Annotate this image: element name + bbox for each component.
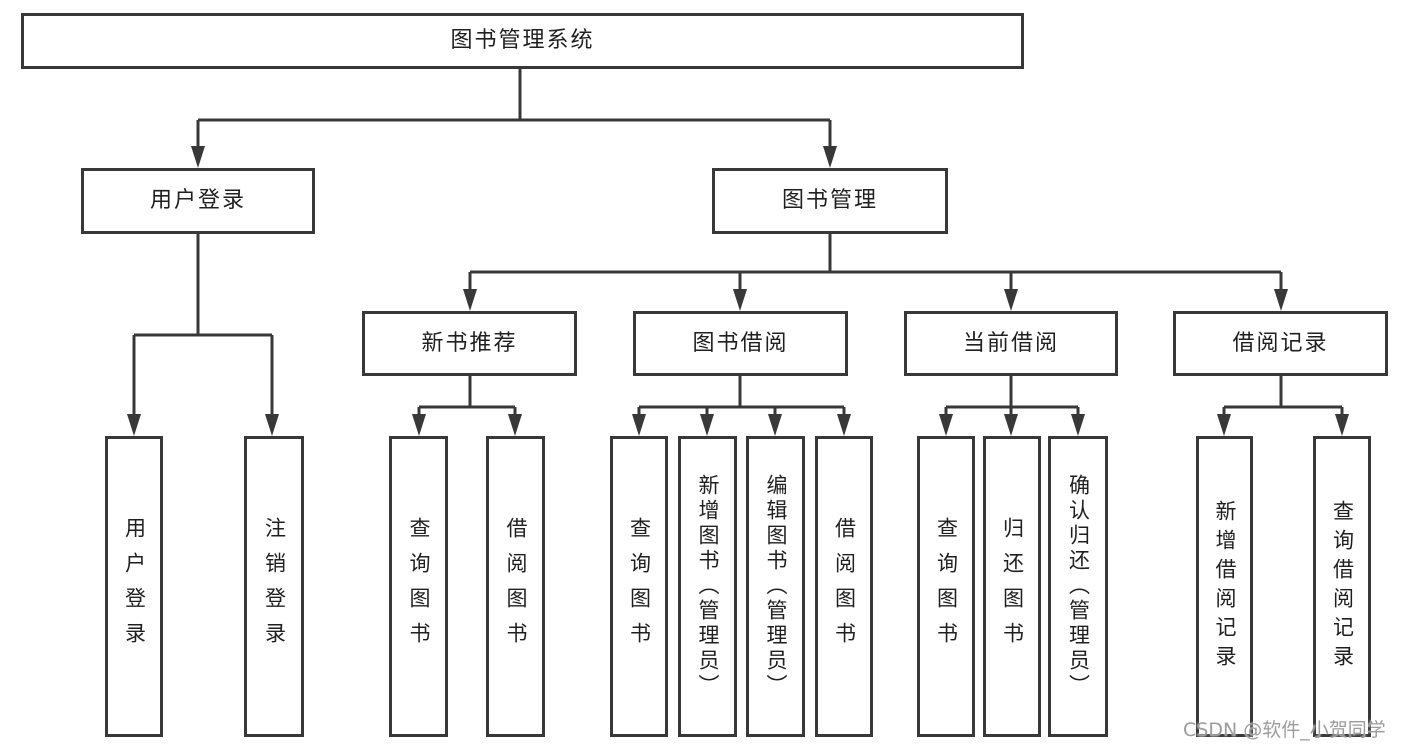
csdn-watermark: CSDN @软件_小贺同学 (1183, 719, 1386, 741)
leaf-query-books-borrow: 查询图书 (610, 436, 668, 737)
node-current-borrow-label: 当前借阅 (962, 330, 1059, 356)
leaf-query-books-recommend-label: 查询图书 (407, 516, 431, 657)
leaf-logout-label: 注销登录 (262, 516, 287, 657)
node-book-borrow-label: 图书借阅 (692, 330, 789, 356)
node-book-borrow: 图书借阅 (633, 311, 848, 376)
node-book-management-label: 图书管理 (781, 188, 878, 213)
leaf-add-book-admin: 新增图书（管理员） (678, 436, 737, 737)
leaf-query-borrow-record: 查询借阅记录 (1313, 436, 1371, 737)
leaf-borrow-books: 借阅图书 (815, 436, 873, 737)
leaf-confirm-return-admin: 确认归还（管理员） (1048, 436, 1108, 737)
leaf-confirm-return-admin-label: 确认归还（管理员） (1066, 474, 1091, 699)
node-user-login: 用户登录 (81, 168, 315, 234)
leaf-edit-book-admin-label: 编辑图书（管理员） (764, 474, 788, 699)
leaf-add-borrow-record-label: 新增借阅记录 (1213, 499, 1237, 674)
leaf-query-borrow-record-label: 查询借阅记录 (1330, 499, 1355, 674)
node-new-book-recommend-label: 新书推荐 (421, 330, 518, 356)
leaf-logout: 注销登录 (244, 436, 304, 737)
leaf-query-books-current: 查询图书 (917, 436, 975, 737)
leaf-user-login: 用户登录 (105, 436, 163, 737)
node-book-management: 图书管理 (712, 168, 948, 234)
leaf-borrow-books-label: 借阅图书 (832, 516, 857, 657)
leaf-query-books-current-label: 查询图书 (934, 516, 959, 657)
node-new-book-recommend: 新书推荐 (362, 311, 577, 376)
node-root-label: 图书管理系统 (450, 28, 595, 53)
leaf-add-borrow-record: 新增借阅记录 (1196, 436, 1253, 737)
leaf-user-login-label: 用户登录 (122, 516, 147, 657)
node-borrow-records: 借阅记录 (1173, 311, 1388, 376)
leaf-add-book-admin-label: 新增图书（管理员） (696, 474, 720, 699)
node-root: 图书管理系统 (21, 13, 1024, 69)
leaf-return-book-label: 归还图书 (1000, 516, 1025, 657)
node-user-login-label: 用户登录 (149, 188, 246, 213)
leaf-query-books-recommend: 查询图书 (389, 436, 448, 737)
leaf-return-book: 归还图书 (983, 436, 1041, 737)
leaf-query-books-borrow-label: 查询图书 (627, 516, 652, 657)
node-current-borrow: 当前借阅 (904, 311, 1118, 376)
node-borrow-records-label: 借阅记录 (1232, 330, 1329, 356)
leaf-edit-book-admin: 编辑图书（管理员） (746, 436, 805, 737)
leaf-borrow-books-recommend-label: 借阅图书 (504, 516, 528, 657)
leaf-borrow-books-recommend: 借阅图书 (486, 436, 545, 737)
